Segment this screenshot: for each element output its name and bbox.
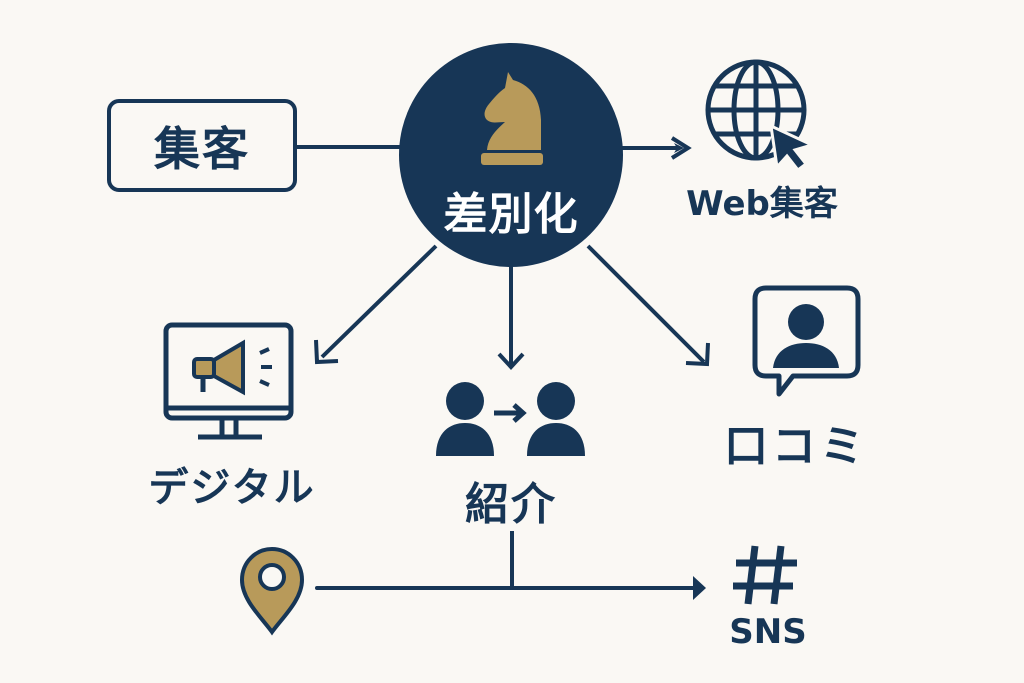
- center-label: 差別化: [443, 189, 579, 240]
- shukyaku-box: 集客: [107, 99, 297, 192]
- sns-label: SNS: [729, 612, 807, 652]
- map-pin-icon: [239, 546, 305, 636]
- hashtag-icon: [733, 545, 797, 605]
- web-label: Web集客: [686, 184, 838, 224]
- speech-bubble-person-icon: [752, 285, 861, 397]
- referral-people-icon: [436, 382, 585, 456]
- arrow-sns-head: [693, 576, 706, 600]
- kuchikomi-label: 口コミ: [724, 421, 868, 472]
- arrow-kuchikomi-head: [685, 342, 710, 367]
- shokai-label: 紹介: [465, 479, 557, 530]
- monitor-megaphone-icon: [163, 322, 294, 440]
- globe-cursor-icon: [705, 59, 817, 173]
- arrow-kuchikomi: [586, 244, 706, 364]
- shukyaku-label: 集客: [154, 121, 250, 176]
- chess-knight-icon: [481, 72, 543, 165]
- arrow-digital-head: [314, 339, 339, 365]
- arrow-web-head: [670, 136, 692, 160]
- arrow-shokai-head: [497, 352, 525, 370]
- digital-label: デジタル: [148, 465, 316, 511]
- arrow-digital: [320, 244, 438, 359]
